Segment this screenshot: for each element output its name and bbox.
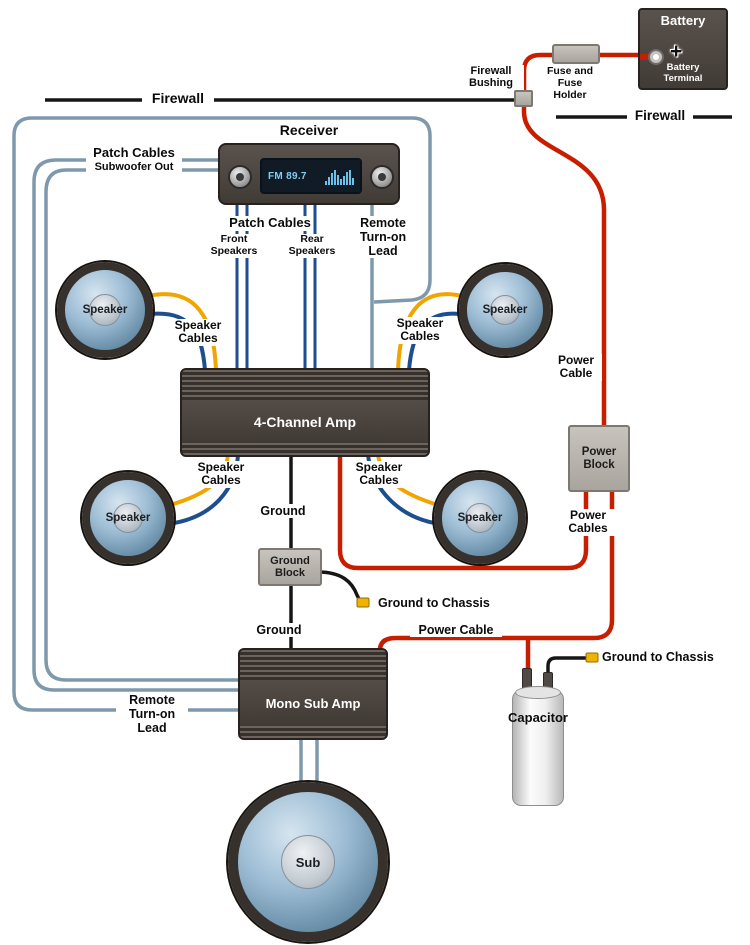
ground-block: Ground Block <box>258 548 322 586</box>
amp-heatsink-fins <box>182 443 428 455</box>
power-cable-label-bottom: Power Cable <box>410 623 502 637</box>
patch-cables-subwoofer-line2: Subwoofer Out <box>94 160 174 173</box>
patch-cable-subwoofer-2 <box>44 168 240 682</box>
amp-heatsink-fins <box>182 370 428 400</box>
amp-heatsink-fins <box>240 726 386 738</box>
ground-label-bottom: Ground <box>250 623 308 637</box>
signal-bars-icon <box>325 168 354 185</box>
frequency-readout: FM 89.7 <box>268 170 307 182</box>
speaker-wire-fl-yellow <box>147 292 218 371</box>
knob-center <box>378 173 386 181</box>
speaker-label: Speaker <box>482 304 528 316</box>
amp-heatsink-fins <box>240 650 386 680</box>
chassis-connector-mid <box>356 597 370 608</box>
power-cable-label-right: Power Cable <box>550 353 602 381</box>
firewall-right-label: Firewall <box>627 108 693 124</box>
speaker-wire-fr-yellow <box>396 292 463 371</box>
mono-sub-amp-label: Mono Sub Amp <box>265 695 361 711</box>
speaker-cables-label-fr: Speaker Cables <box>385 316 455 344</box>
receiver-label: Receiver <box>279 122 339 138</box>
speaker-front-left: Speaker <box>57 262 153 358</box>
ground-label-top: Ground <box>254 504 312 518</box>
battery-terminal-label: Battery Terminal <box>640 62 726 85</box>
battery-terminal-text: Battery Terminal <box>663 62 703 85</box>
volume-knob-icon <box>228 165 252 189</box>
remote-turn-on-wire-loop <box>12 116 432 712</box>
speaker-rear-right: Speaker <box>434 472 526 564</box>
firewall-left-label: Firewall <box>142 90 214 107</box>
power-block: Power Block <box>568 425 630 492</box>
speaker-cables-label-fl: Speaker Cables <box>163 318 233 346</box>
knob-center <box>236 173 244 181</box>
speaker-dust-cap <box>89 294 121 326</box>
power-cables-label: Power Cables <box>558 508 618 536</box>
receiver: FM 89.7 <box>218 143 400 205</box>
receiver-display: FM 89.7 <box>260 158 362 194</box>
chassis-connector-right <box>585 652 599 663</box>
speaker-dust-cap <box>464 502 496 534</box>
remote-turn-on-label-top: Remote Turn-on Lead <box>350 216 416 258</box>
front-speakers-label: Front Speakers <box>204 233 264 258</box>
battery: Battery + Battery Terminal <box>638 8 728 90</box>
subwoofer: Sub <box>228 782 388 942</box>
fuse-holder <box>552 44 600 64</box>
subwoofer-dust-cap: Sub <box>281 835 335 889</box>
ground-to-chassis-label-right: Ground to Chassis <box>602 650 714 664</box>
ground-to-chassis-label-mid: Ground to Chassis <box>378 596 490 610</box>
speaker-dust-cap <box>112 502 144 534</box>
speaker-label: Speaker <box>105 512 151 524</box>
speaker-label: Speaker <box>82 304 128 316</box>
patch-cables-label: Patch Cables <box>227 215 313 231</box>
ground-wire-to-chassis-mid <box>317 570 363 604</box>
speaker-cables-label-rr: Speaker Cables <box>344 460 414 488</box>
firewall-bushing <box>514 90 533 107</box>
power-cable-block-to-4ch-amp <box>337 455 589 571</box>
ground-wire-capacitor <box>546 656 588 684</box>
remote-turn-on-label-bottom: Remote Turn-on Lead <box>116 693 188 735</box>
speaker-cables-label-rl: Speaker Cables <box>186 460 256 488</box>
firewall-bushing-label: Firewall Bushing <box>458 65 524 90</box>
patch-cables-subwoofer-line1: Patch Cables <box>93 145 175 160</box>
ground-block-label: Ground Block <box>270 554 310 579</box>
speaker-label: Speaker <box>457 512 503 524</box>
four-channel-amp-label: 4-Channel Amp <box>253 413 357 430</box>
speaker-rear-left: Speaker <box>82 472 174 564</box>
power-block-label: Power Block <box>581 445 617 471</box>
capacitor-label: Capacitor <box>508 710 568 725</box>
ring-terminal-icon <box>648 49 664 65</box>
power-cable-battery-to-block <box>521 52 648 428</box>
battery-plus-symbol: + <box>670 40 683 63</box>
speaker-dust-cap <box>489 294 521 326</box>
battery-wire-stub <box>640 54 650 60</box>
fuse-holder-label: Fuse and Fuse Holder <box>538 65 602 102</box>
battery-label: Battery <box>660 13 706 28</box>
patch-cable-subwoofer-1 <box>32 158 240 692</box>
patch-cables-subwoofer-label: Patch Cables Subwoofer Out <box>86 145 182 173</box>
tuning-knob-icon <box>370 165 394 189</box>
capacitor-body <box>512 686 564 806</box>
four-channel-amp: 4-Channel Amp <box>180 368 430 457</box>
rear-speakers-label: Rear Speakers <box>282 233 342 258</box>
subwoofer-label: Sub <box>295 854 321 870</box>
mono-sub-amp: Mono Sub Amp <box>238 648 388 740</box>
speaker-front-right: Speaker <box>459 264 551 356</box>
power-cable-block-to-mono-amp <box>377 490 615 656</box>
